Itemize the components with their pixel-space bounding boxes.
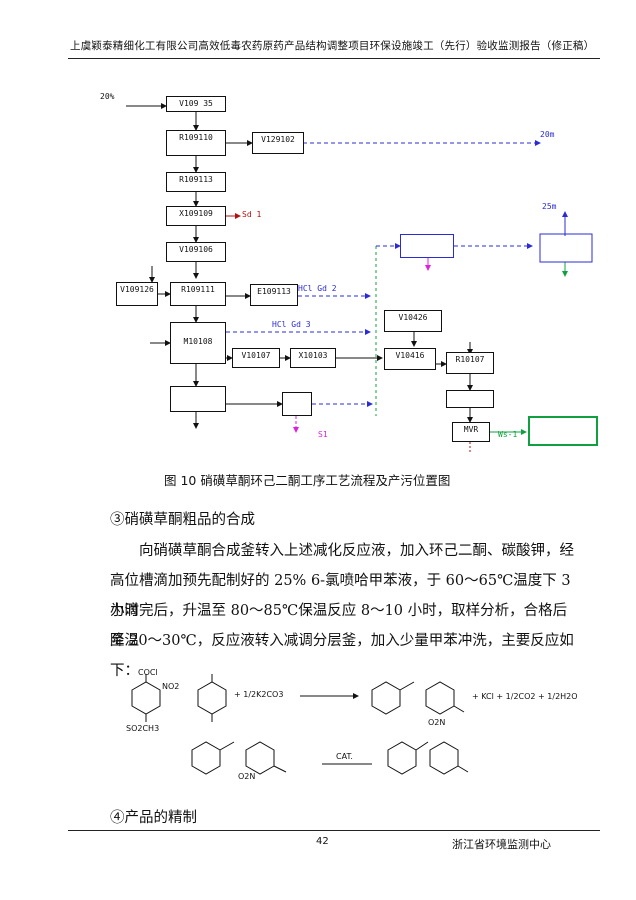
process-box: V109 35 — [166, 96, 226, 112]
paragraph-line: 至 20～30℃，反应液转入减调分层釜，加入少量甲苯冲洗，主要反应如下： — [110, 633, 574, 679]
hcl-g2-label: HCl Gd 2 — [298, 284, 337, 293]
process-box: V10416 — [384, 348, 436, 370]
ws1-label: Ws-1 — [498, 430, 518, 439]
reaction-structures — [131, 674, 469, 775]
header-rule — [68, 58, 600, 59]
section-heading: ③硝磺草酮粗品的合成 — [110, 512, 255, 528]
product-label: + KCl + 1/2CO2 + 1/2H2O — [472, 692, 578, 701]
process-box: R109110 — [166, 130, 226, 156]
process-box: X10103 — [290, 348, 336, 368]
diagram-connectors — [126, 103, 593, 454]
s1-label: S1 — [318, 430, 328, 439]
process-box: V129102 — [252, 132, 304, 154]
process-box — [282, 392, 312, 416]
page-number: 42 — [316, 836, 329, 847]
process-box: V10107 — [232, 348, 280, 368]
page-header: 上虞颖泰精细化工有限公司高效低毒农药原药产品结构调整项目环保设施竣工（先行）验收… — [70, 40, 595, 52]
footer-organization: 浙江省环境监测中心 — [452, 838, 551, 851]
process-box: M10108 — [170, 322, 226, 364]
catalyst-label: CAT. — [336, 752, 353, 761]
paragraph-line: 为滴完后，升温至 80～85℃保温反应 8～10 小时，取样分析，合格后降温 — [110, 603, 568, 649]
wastewater-box — [528, 416, 598, 446]
nitro-label: O2N — [428, 718, 446, 727]
process-box: V109106 — [166, 242, 226, 262]
process-box: R109113 — [166, 172, 226, 192]
reagent-label: NO2 — [162, 682, 180, 691]
process-box: V109126 — [116, 282, 158, 306]
process-box: V10426 — [384, 310, 442, 332]
reagent-label: SO2CH3 — [126, 724, 160, 733]
reagent-label: COCl — [138, 668, 158, 677]
paragraph-line: 高位槽滴加预先配制好的 25% 6-氯喷哈甲苯液，于 60～65℃温度下 3 小… — [110, 573, 571, 619]
sd1-label: Sd 1 — [242, 210, 262, 219]
process-flow-diagram: 20% V109 35 R109110 V129102 20m R109113 … — [100, 86, 610, 456]
section-heading: ④产品的精制 — [110, 810, 197, 826]
stack-label: 25m — [542, 202, 557, 211]
figure-caption: 图 10 硝磺草酮环己二酮工序工艺流程及产污位置图 — [164, 473, 451, 488]
process-box: E109113 — [250, 284, 298, 306]
footer-rule — [68, 830, 600, 831]
reagent-label: + 1/2K2CO3 — [234, 690, 284, 699]
paragraph-line: 向硝磺草酮合成釜转入上述减化反应液，加入环己二酮、碳酸钾，经 — [139, 543, 574, 559]
process-box: X109109 — [166, 206, 226, 226]
reaction-scheme: COCl NO2 SO2CH3 + 1/2K2CO3 + KCl + 1/2CO… — [110, 668, 590, 798]
process-box — [400, 234, 454, 258]
hcl-g3-label: HCl Gd 3 — [272, 320, 311, 329]
process-box: R109111 — [170, 282, 226, 306]
gas-out-label: 20m — [540, 130, 555, 139]
process-box — [446, 390, 494, 408]
process-box: R10107 — [446, 352, 494, 374]
process-box — [170, 386, 226, 412]
nitro-label: O2N — [238, 772, 256, 781]
feed-label: 20% — [100, 92, 115, 101]
process-box: MVR — [452, 422, 490, 442]
